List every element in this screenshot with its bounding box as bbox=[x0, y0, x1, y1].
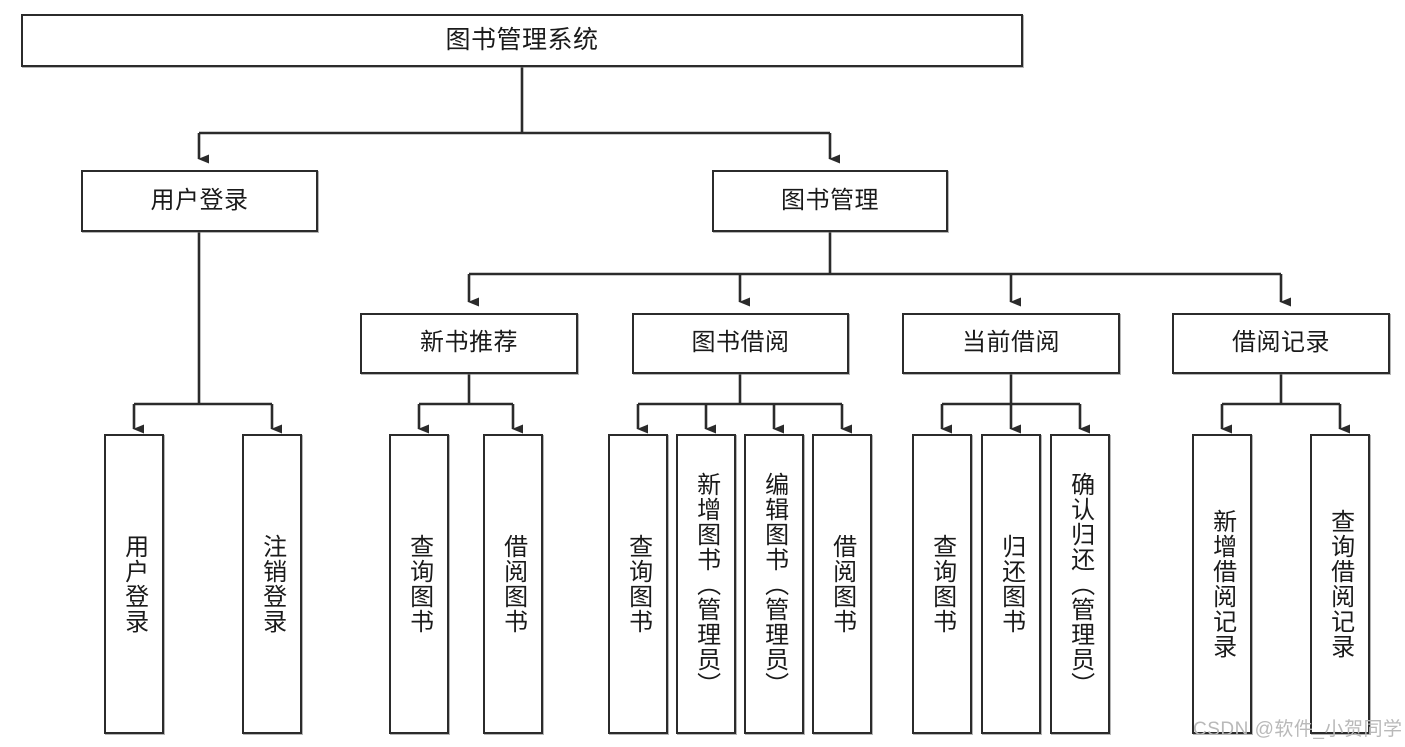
node-book-borrow[interactable]: 图书借阅 bbox=[632, 313, 849, 374]
node-label: 查询借阅记录 bbox=[1326, 509, 1354, 659]
node-label: 查询图书 bbox=[405, 534, 433, 634]
leaf-user-login-logout[interactable]: 注销登录 bbox=[242, 434, 302, 734]
csdn-watermark: CSDN @软件_小贺同学 bbox=[1193, 719, 1403, 740]
node-label: 图书管理系统 bbox=[445, 25, 599, 54]
node-book-management[interactable]: 图书管理 bbox=[712, 170, 948, 232]
node-label: 编辑图书（管理员） bbox=[760, 471, 788, 697]
node-label: 查询图书 bbox=[928, 534, 956, 634]
leaf-record-query-record[interactable]: 查询借阅记录 bbox=[1310, 434, 1370, 734]
node-user-login[interactable]: 用户登录 bbox=[81, 170, 318, 232]
node-label: 图书管理 bbox=[781, 186, 879, 214]
leaf-borrow-edit-book[interactable]: 编辑图书（管理员） bbox=[744, 434, 804, 734]
leaf-recommend-borrow-book[interactable]: 借阅图书 bbox=[483, 434, 543, 734]
leaf-borrow-query-book[interactable]: 查询图书 bbox=[608, 434, 668, 734]
node-label: 查询图书 bbox=[624, 534, 652, 634]
leaf-borrow-add-book[interactable]: 新增图书（管理员） bbox=[676, 434, 736, 734]
leaf-current-confirm-return[interactable]: 确认归还（管理员） bbox=[1050, 434, 1110, 734]
leaf-current-return-book[interactable]: 归还图书 bbox=[981, 434, 1041, 734]
node-label: 用户登录 bbox=[150, 186, 249, 214]
leaf-user-login-login[interactable]: 用户登录 bbox=[104, 434, 164, 734]
node-label: 确认归还（管理员） bbox=[1066, 471, 1094, 697]
leaf-current-query-book[interactable]: 查询图书 bbox=[912, 434, 972, 734]
node-root-system[interactable]: 图书管理系统 bbox=[21, 14, 1023, 67]
node-label: 借阅记录 bbox=[1232, 329, 1330, 357]
node-label: 新书推荐 bbox=[420, 329, 518, 357]
node-label: 借阅图书 bbox=[499, 534, 527, 634]
leaf-record-add-record[interactable]: 新增借阅记录 bbox=[1192, 434, 1252, 734]
node-borrow-record[interactable]: 借阅记录 bbox=[1172, 313, 1390, 374]
node-label: 新增图书（管理员） bbox=[692, 471, 720, 697]
node-current-borrow[interactable]: 当前借阅 bbox=[902, 313, 1120, 374]
node-label: 新增借阅记录 bbox=[1208, 509, 1236, 659]
node-label: 用户登录 bbox=[120, 534, 148, 634]
node-new-book-recommend[interactable]: 新书推荐 bbox=[360, 313, 578, 374]
node-label: 归还图书 bbox=[997, 534, 1025, 634]
node-label: 注销登录 bbox=[258, 534, 286, 634]
node-label: 图书借阅 bbox=[691, 329, 790, 357]
node-label: 借阅图书 bbox=[828, 534, 856, 634]
leaf-borrow-borrow-book[interactable]: 借阅图书 bbox=[812, 434, 872, 734]
leaf-recommend-query-book[interactable]: 查询图书 bbox=[389, 434, 449, 734]
node-label: 当前借阅 bbox=[962, 329, 1060, 357]
